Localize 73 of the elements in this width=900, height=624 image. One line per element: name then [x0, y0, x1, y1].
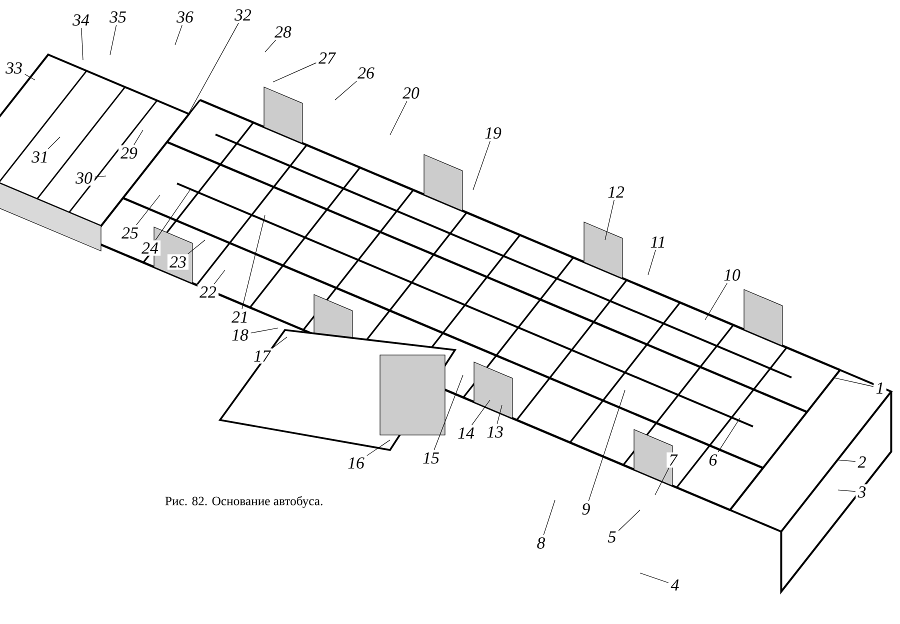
leader-line: [242, 214, 266, 310]
callout-number: 14: [455, 425, 477, 441]
leader-line: [704, 282, 728, 320]
callout-number: 26: [355, 65, 377, 81]
callout-number: 12: [605, 184, 627, 200]
callout-number: 32: [232, 7, 254, 23]
leader-line: [214, 270, 226, 284]
callout-number: 20: [400, 85, 422, 101]
callout-number: 27: [316, 50, 338, 66]
callout-number: 30: [73, 170, 95, 186]
leader-line: [334, 80, 358, 100]
figure-caption: Рис. 82. Основание автобуса.: [165, 496, 322, 508]
leader-line: [588, 390, 626, 502]
leader-line: [134, 130, 144, 146]
leader-line: [155, 190, 190, 240]
callout-number: 19: [482, 125, 504, 141]
leader-line: [174, 24, 182, 46]
callout-number: 5: [606, 529, 618, 545]
leader-line: [472, 140, 490, 190]
leader-line: [48, 136, 60, 150]
callout-number: 28: [272, 24, 294, 40]
leader-line: [390, 100, 408, 136]
leader-line: [94, 176, 106, 178]
leader-line: [654, 468, 670, 496]
leader-line: [272, 62, 316, 82]
leader-line: [604, 200, 614, 240]
leader-line: [184, 22, 239, 120]
leader-line: [250, 328, 278, 334]
leader-line: [543, 500, 556, 536]
leader-line: [718, 418, 740, 452]
callout-number: 22: [197, 284, 219, 300]
callout-number: 34: [70, 12, 92, 28]
callout-number: 9: [580, 501, 592, 517]
leader-line: [640, 572, 669, 584]
leader-line: [618, 510, 640, 531]
callout-number: 18: [229, 327, 251, 343]
callout-number: 25: [119, 225, 141, 241]
callout-number: 6: [706, 452, 720, 468]
callout-number: 36: [174, 9, 196, 25]
callout-number: 29: [118, 145, 140, 161]
leader-line: [496, 404, 502, 424]
leader-line: [434, 374, 464, 450]
leader-line: [472, 400, 490, 426]
leader-line: [366, 440, 390, 456]
leader-line: [834, 378, 874, 387]
callout-number: 1: [874, 380, 886, 396]
callout-number: 2: [856, 454, 868, 470]
callout-number: 3: [856, 484, 868, 500]
leader-line: [24, 74, 36, 80]
callout-number: 17: [251, 348, 273, 364]
leader-line: [110, 24, 117, 56]
callout-number: 8: [534, 535, 548, 551]
callout-number: 31: [29, 149, 51, 165]
callout-number: 7: [666, 452, 680, 468]
callout-number: 21: [229, 309, 251, 325]
callout-number: 16: [345, 455, 367, 471]
callout-number: 15: [420, 450, 442, 466]
callout-number: 35: [107, 9, 129, 25]
leader-line: [188, 240, 206, 254]
leader-line: [838, 490, 856, 492]
leader-line: [272, 336, 288, 348]
callout-number: 11: [648, 234, 668, 250]
callout-number: 13: [484, 424, 506, 440]
callout-number: 24: [139, 240, 161, 256]
callout-number: 10: [721, 267, 743, 283]
leader-line: [264, 40, 276, 52]
callout-number: 4: [668, 577, 682, 593]
leader-line: [136, 194, 160, 226]
callout-number: 23: [167, 254, 189, 270]
callout-number: 33: [3, 60, 25, 76]
leader-line: [838, 460, 856, 462]
leader-line: [648, 250, 656, 276]
leader-line: [81, 28, 84, 60]
